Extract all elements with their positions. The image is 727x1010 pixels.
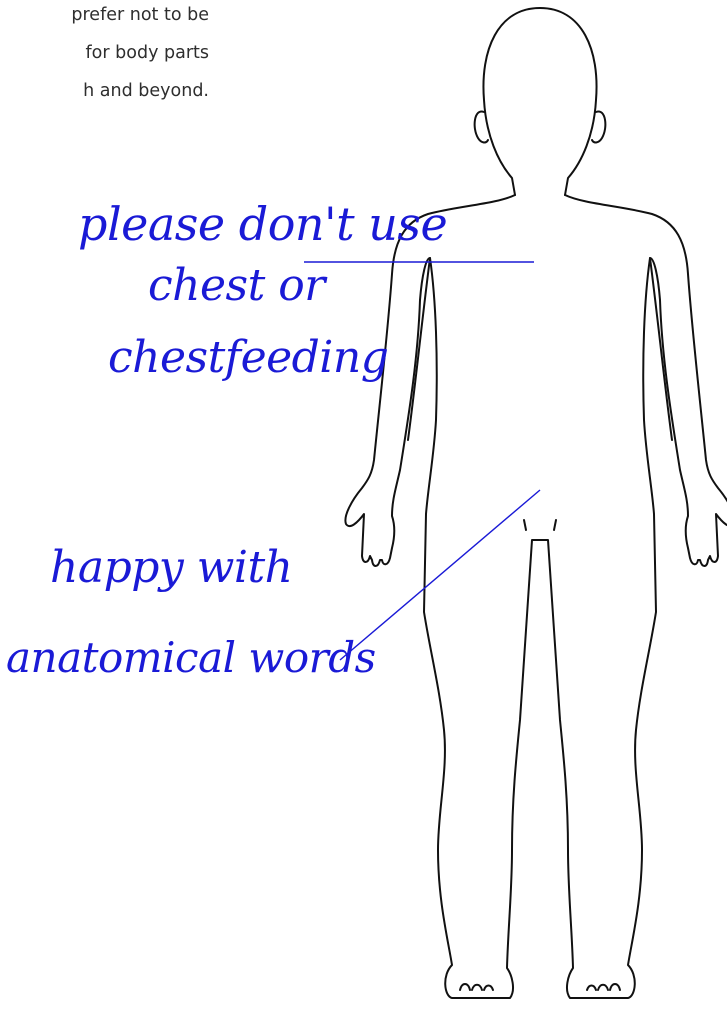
body-outline (345, 8, 727, 998)
right-toes (587, 984, 620, 990)
groin-detail (524, 520, 556, 530)
right-inner-arm-line (650, 258, 672, 440)
genital-note-line-1: happy with (50, 542, 293, 593)
body-outline-path (345, 195, 727, 998)
chest-note-line-3: chestfeeding (108, 332, 388, 383)
chest-note-line-2: chest or (148, 260, 328, 311)
left-inner-arm-line (408, 258, 430, 440)
head-outline (483, 8, 596, 195)
chest-note-line-1: please don't use (78, 197, 447, 251)
genital-note-line-2: anatomical words (6, 633, 376, 682)
left-toes (460, 984, 493, 990)
